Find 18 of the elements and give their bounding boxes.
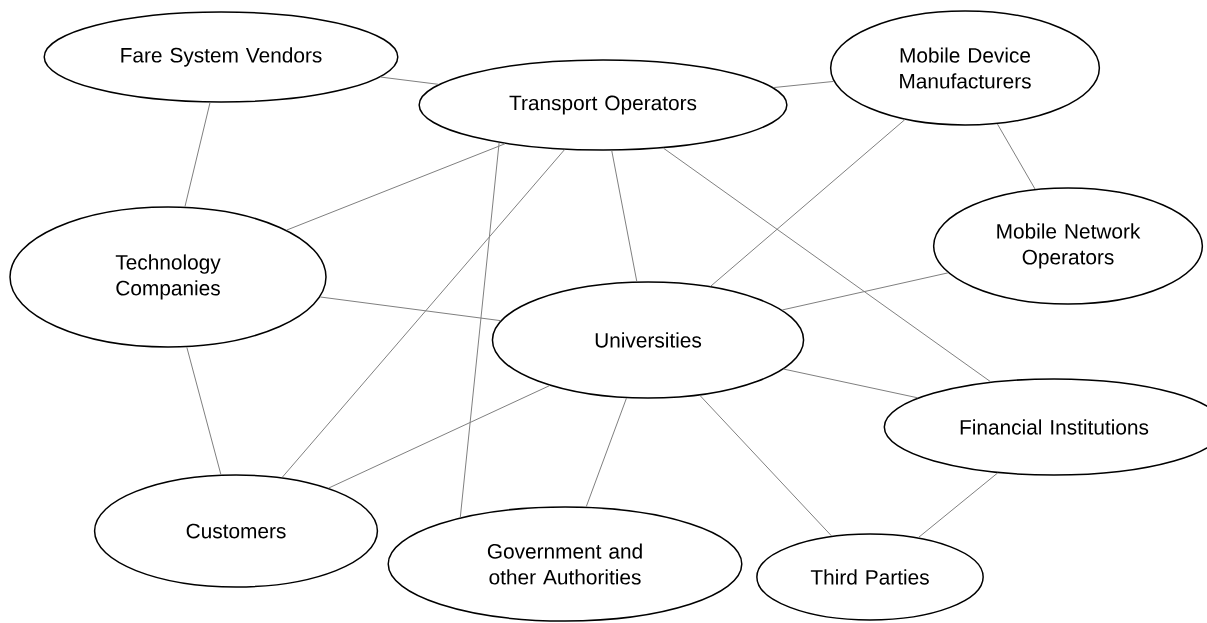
connector-line — [773, 80, 835, 89]
connector-line — [380, 76, 439, 85]
connector-line — [281, 149, 565, 478]
connector-line — [286, 143, 506, 231]
connector-line — [710, 119, 906, 287]
connector-line — [328, 385, 551, 489]
connector-line — [699, 394, 832, 537]
connector-line — [918, 472, 999, 538]
connector-line — [783, 368, 919, 399]
connector-line — [184, 102, 211, 208]
connector-line — [585, 397, 627, 508]
connector-line — [781, 272, 949, 311]
connector-line — [996, 123, 1036, 190]
connector-line — [611, 150, 638, 282]
connector-line — [663, 147, 992, 383]
connector-line — [319, 296, 501, 322]
connector-line — [459, 142, 500, 518]
connector-line — [186, 346, 222, 476]
